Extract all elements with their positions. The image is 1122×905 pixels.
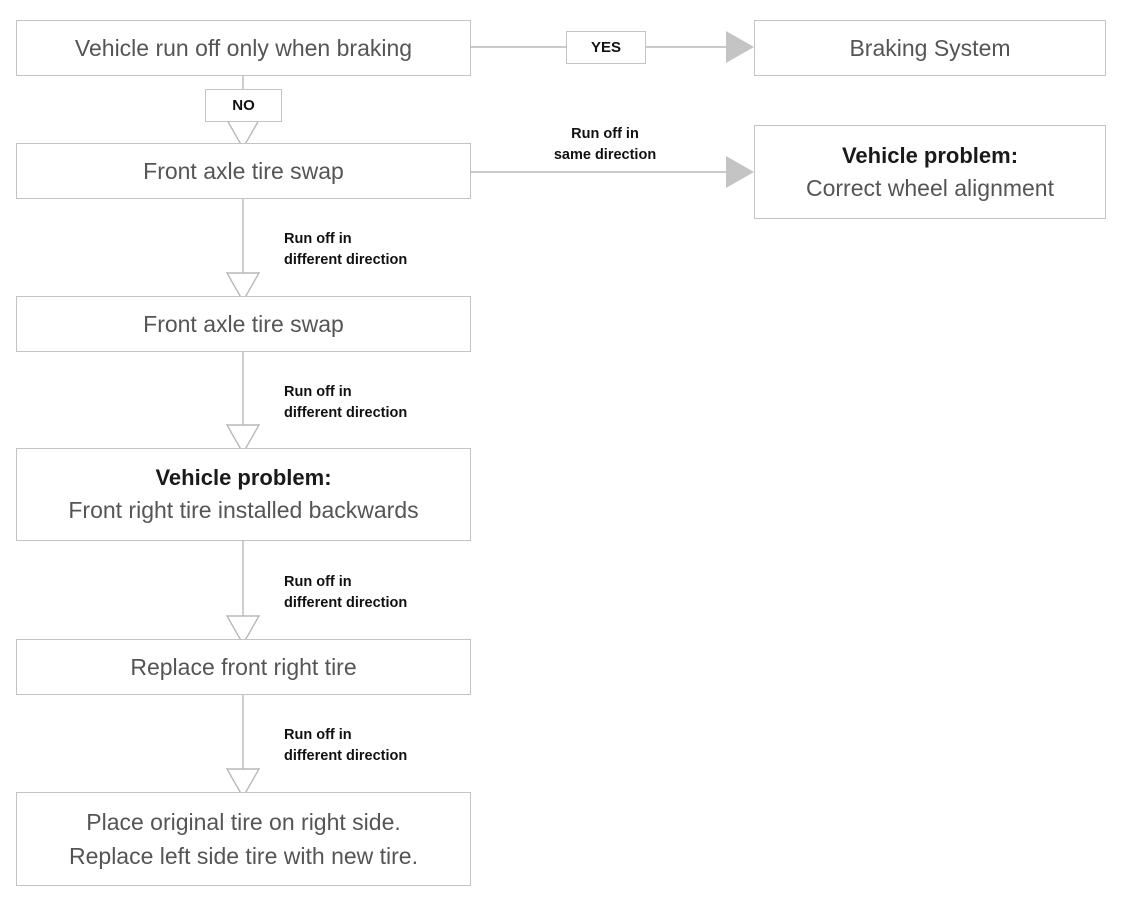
node-label: Replace front right tire <box>130 653 357 680</box>
edge-label-line1: Run off in <box>284 384 352 400</box>
node-vehicle-run-off-only-when-braking[interactable]: Vehicle run off only when braking <box>16 20 471 76</box>
tag-label: NO <box>232 97 255 114</box>
edge-label-different-direction-3: Run off in different direction <box>284 572 407 614</box>
tag-no[interactable]: NO <box>205 89 282 122</box>
node-label: Front axle tire swap <box>143 157 344 184</box>
node-label-secondary: Correct wheel alignment <box>805 174 1054 201</box>
edge-label-line1: Run off in <box>284 727 352 743</box>
arrowhead-to-braking-system <box>726 31 754 63</box>
edge-label-different-direction-1: Run off in different direction <box>284 229 407 271</box>
node-label-secondary: Replace left side tire with new tire. <box>69 843 418 869</box>
node-replace-front-right-tire[interactable]: Replace front right tire <box>16 639 471 695</box>
edge-label-line1: Run off in <box>571 126 639 142</box>
tag-yes[interactable]: YES <box>566 31 646 64</box>
edge-label-line1: Run off in <box>284 574 352 590</box>
edge-label-line1: Run off in <box>284 231 352 247</box>
node-braking-system[interactable]: Braking System <box>754 20 1106 76</box>
edge-label-line2: different direction <box>284 405 408 422</box>
edge-label-line2: different direction <box>284 748 408 765</box>
node-front-axle-tire-swap-1[interactable]: Front axle tire swap <box>16 143 471 199</box>
edge-label-different-direction-4: Run off in different direction <box>284 725 407 767</box>
node-place-original-tire-replace-left-side[interactable]: Place original tire on right side. Repla… <box>16 792 471 886</box>
edge-label-line2: same direction <box>553 147 657 164</box>
edge-label-line2: different direction <box>284 595 408 612</box>
node-vehicle-problem-front-right-tire-installed-backwards[interactable]: Vehicle problem: Front right tire instal… <box>16 448 471 541</box>
node-label-primary: Vehicle problem: <box>155 465 332 491</box>
node-label-primary: Vehicle problem: <box>841 142 1019 168</box>
tag-label: YES <box>590 39 621 56</box>
edge-label-line2: different direction <box>284 252 408 269</box>
edge-label-same-direction: Run off in same direction <box>524 124 686 166</box>
arrowhead-to-wheel-alignment <box>726 156 754 188</box>
node-vehicle-problem-correct-wheel-alignment[interactable]: Vehicle problem: Correct wheel alignment <box>754 125 1106 219</box>
node-label-secondary: Front right tire installed backwards <box>68 497 419 524</box>
node-label: Front axle tire swap <box>143 310 344 337</box>
node-front-axle-tire-swap-2[interactable]: Front axle tire swap <box>16 296 471 352</box>
edge-label-different-direction-2: Run off in different direction <box>284 382 407 424</box>
node-label: Vehicle run off only when braking <box>74 34 413 61</box>
node-label-primary: Place original tire on right side. <box>86 808 401 835</box>
node-label: Braking System <box>849 34 1011 61</box>
